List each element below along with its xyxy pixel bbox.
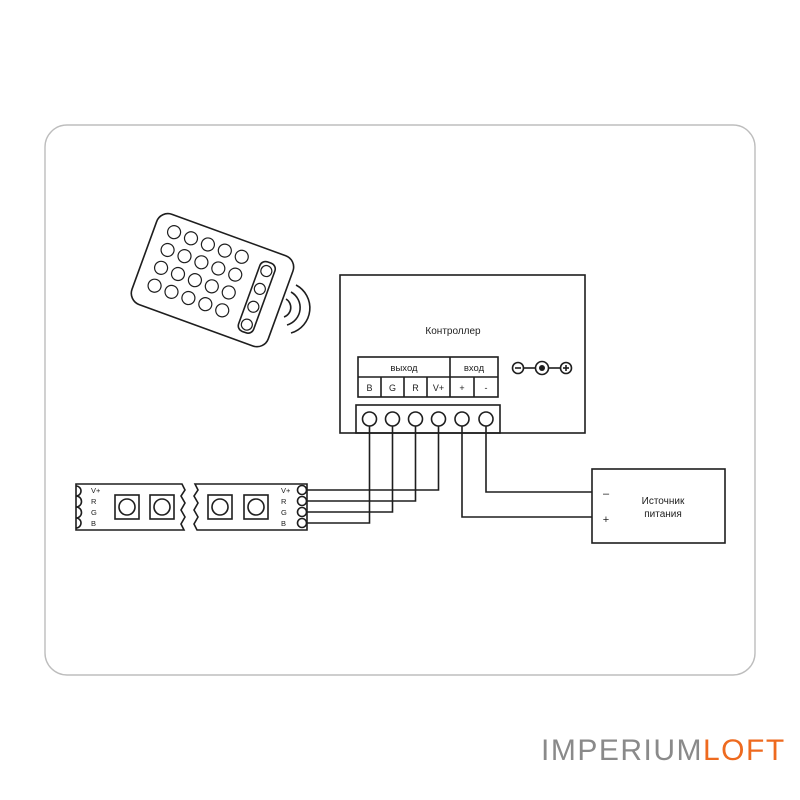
remote-button xyxy=(221,285,236,300)
remote-button xyxy=(181,290,196,306)
remote-button xyxy=(170,266,186,282)
brand-logo-part1: IMPERIUM xyxy=(541,734,703,767)
wire-b xyxy=(306,426,371,524)
remote-button xyxy=(198,297,213,312)
remote-button xyxy=(215,303,230,318)
led-chip-3 xyxy=(207,494,233,520)
led-chip-1 xyxy=(114,494,140,520)
power-supply-plus-label: + xyxy=(603,514,609,526)
terminal-label-r: R xyxy=(412,383,419,393)
remote-button xyxy=(234,249,249,264)
input-label: вход xyxy=(464,363,485,374)
terminal-block xyxy=(355,404,501,434)
terminal-label-b: B xyxy=(366,383,372,393)
power-supply-label-line2: питания xyxy=(644,509,682,520)
terminal-screw-vplus xyxy=(430,411,447,427)
remote-side-button xyxy=(260,264,273,278)
wire-power-plus xyxy=(461,426,592,518)
strip-right-pin-g: G xyxy=(281,508,287,517)
terminal-label-plus: + xyxy=(459,383,464,393)
remote-button xyxy=(194,255,209,270)
strip-left-pin-b: B xyxy=(91,519,96,528)
wire-power-minus xyxy=(485,426,592,493)
remote-button xyxy=(228,267,243,282)
brand-logo: IMPERIUMLOFT xyxy=(541,734,786,768)
signal-waves-icon xyxy=(283,284,311,334)
remote-side-button xyxy=(253,282,266,295)
remote-button xyxy=(217,243,232,258)
strip-pad-vplus xyxy=(296,484,308,496)
output-label: выход xyxy=(390,363,418,374)
remote-side-button xyxy=(240,318,253,331)
remote-button xyxy=(166,225,182,240)
led-strip: V+ R G B V+ R G B xyxy=(75,483,308,531)
wire-r xyxy=(306,426,417,502)
terminal-screw-g xyxy=(384,411,401,427)
strip-pad-b xyxy=(296,517,308,529)
controller-title: Контроллер xyxy=(425,326,481,337)
strip-right-pin-b: B xyxy=(281,519,286,528)
terminal-screw-b xyxy=(361,411,378,427)
diagram-frame xyxy=(44,124,756,676)
wire-g xyxy=(306,426,394,513)
strip-left-pin-vplus: V+ xyxy=(91,486,101,495)
remote-buttons xyxy=(147,225,273,331)
strip-left-pin-g: G xyxy=(91,508,97,517)
dc-polarity-icon xyxy=(511,360,573,376)
strip-right-pin-vplus: V+ xyxy=(281,486,291,495)
brand-logo-part2: LOFT xyxy=(703,734,786,767)
wires xyxy=(306,426,592,524)
terminal-label-g: G xyxy=(389,383,396,393)
strip-right-pin-r: R xyxy=(281,497,287,506)
remote-button xyxy=(177,249,192,264)
remote-button xyxy=(187,273,203,288)
led-chip-4 xyxy=(243,494,269,520)
controller-box: Контроллер выход вход B G R V+ + - xyxy=(339,274,586,434)
remote-button xyxy=(200,237,216,252)
power-supply-minus-label: – xyxy=(603,488,610,500)
remote-button xyxy=(211,261,226,276)
power-supply-box: Источник питания – + xyxy=(591,468,726,544)
power-supply-label-line1: Источник xyxy=(642,496,685,507)
strip-pad-g xyxy=(296,506,308,518)
terminal-screw-plus xyxy=(454,411,470,427)
terminal-label-minus: - xyxy=(485,383,488,393)
wire-vplus xyxy=(306,426,440,491)
remote-button xyxy=(204,279,219,294)
strip-pad-r xyxy=(296,495,308,507)
remote-button xyxy=(153,260,169,275)
remote-button xyxy=(160,242,175,258)
strip-left-pin-r: R xyxy=(91,497,97,506)
terminal-label-vplus: V+ xyxy=(433,383,444,393)
remote-button xyxy=(183,231,199,246)
led-chip-2 xyxy=(149,494,175,520)
remote-button xyxy=(147,278,162,293)
terminal-screw-r xyxy=(407,411,424,427)
remote-control-icon xyxy=(130,212,295,348)
terminal-screw-minus xyxy=(478,411,494,427)
remote-side-button xyxy=(247,300,260,313)
remote-button xyxy=(164,284,179,299)
